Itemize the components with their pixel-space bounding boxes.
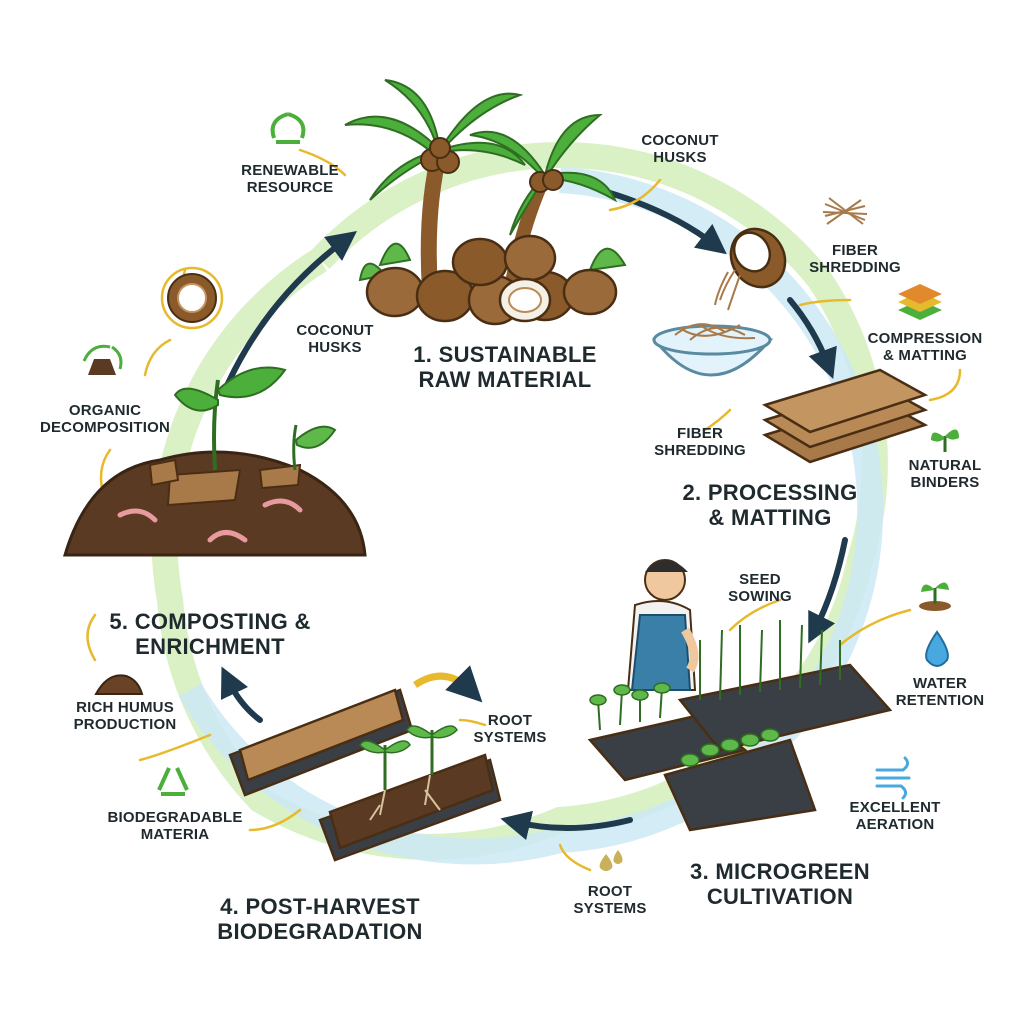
palm-trees-illustration (344, 79, 627, 326)
wind-icon (875, 756, 911, 800)
fiber-bundle-icon (822, 197, 868, 225)
compost-cycle-icon (82, 344, 123, 375)
humus-mound-icon (94, 674, 144, 695)
droplets-icon (599, 850, 623, 871)
cycle-arrows (220, 187, 848, 841)
seedling-icon (919, 582, 951, 611)
microgreen-illustration (587, 559, 893, 832)
label-compression-matting: COMPRESSION& MATTING (867, 330, 983, 364)
stage-2-title: 2. PROCESSING& MATTING (682, 480, 858, 530)
sprout-icon (931, 429, 959, 452)
processing-illustration (651, 227, 929, 464)
compost-illustration (62, 366, 367, 557)
recycle-leaf-icon (270, 112, 306, 144)
water-drop-icon (925, 630, 949, 667)
coconut-half-icon (160, 266, 224, 330)
recycle-icon (157, 767, 189, 796)
biodegradation-illustration (228, 665, 502, 862)
stage-5-title: 5. COMPOSTING &ENRICHMENT (109, 609, 311, 659)
mat-layers-icon (898, 284, 942, 320)
